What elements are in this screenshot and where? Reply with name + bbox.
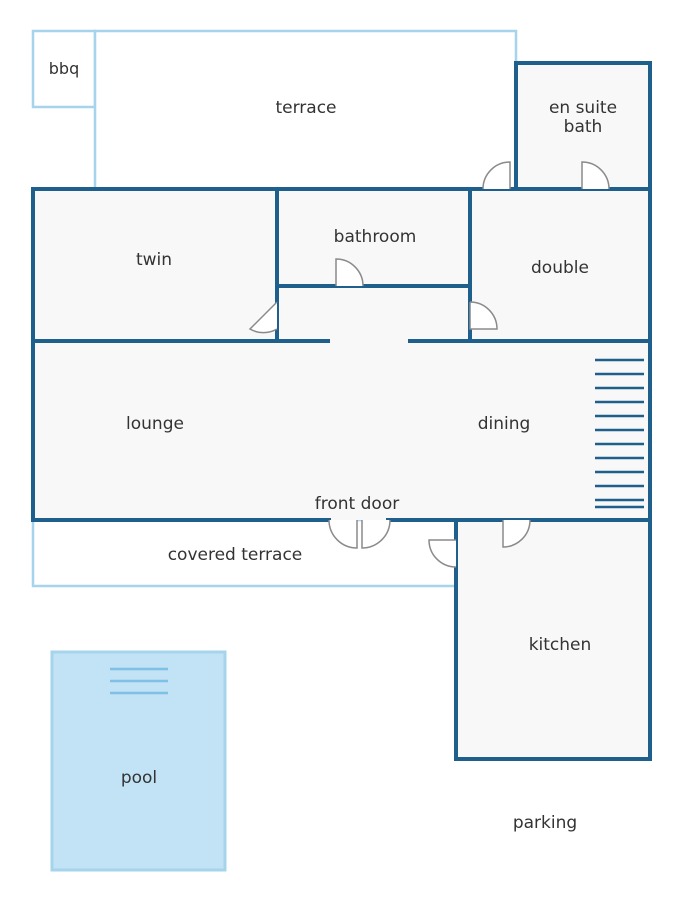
door-swing-icon xyxy=(361,519,391,549)
kitchen-floor xyxy=(456,520,650,759)
bathroom-floor xyxy=(277,189,470,286)
terrace-area xyxy=(93,29,518,191)
bbq-label: bbq xyxy=(49,59,79,78)
pool-label: pool xyxy=(121,768,157,788)
door-swing-icon xyxy=(328,519,358,549)
parking-label: parking xyxy=(513,813,577,833)
door-swing-icon xyxy=(248,301,278,334)
room-labels: bbq terrace en suite bath twin bathroom … xyxy=(49,59,617,833)
hall-floor xyxy=(277,286,470,341)
lounge-label: lounge xyxy=(126,414,184,434)
kitchen-label: kitchen xyxy=(529,635,592,655)
pool xyxy=(50,650,227,872)
staircase-icon xyxy=(595,358,644,509)
en-suite-label-line1: en suite xyxy=(549,98,617,118)
double-floor xyxy=(470,189,650,341)
en-suite-label-line2: bath xyxy=(564,117,603,137)
door-swing-icon xyxy=(428,539,457,568)
door-swing-icon xyxy=(581,161,610,190)
terrace-label: terrace xyxy=(275,98,336,118)
bathroom-label: bathroom xyxy=(334,227,417,247)
door-swing-icon xyxy=(335,258,364,287)
front-door-label: front door xyxy=(315,494,399,514)
twin-floor xyxy=(33,189,277,341)
bbq-area xyxy=(31,29,97,109)
dining-label: dining xyxy=(478,414,531,434)
double-label: double xyxy=(531,258,589,278)
door-swing-icon xyxy=(502,519,531,548)
living-floor xyxy=(33,341,650,520)
covered-terrace-label: covered terrace xyxy=(168,545,303,565)
door-swing-icon xyxy=(469,301,498,330)
pool-steps-icon xyxy=(110,667,168,695)
door-swing-icon xyxy=(482,161,511,190)
doors xyxy=(248,161,610,568)
room-floors xyxy=(33,63,650,759)
twin-label: twin xyxy=(136,250,172,270)
